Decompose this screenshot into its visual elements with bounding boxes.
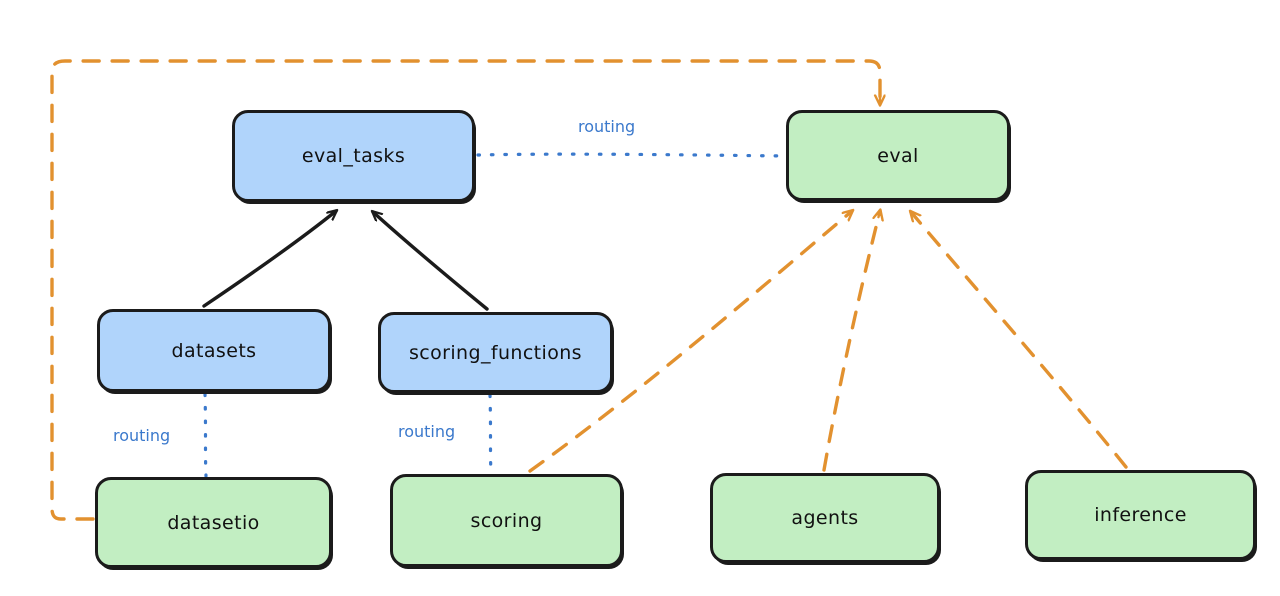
node-label-datasets: datasets: [171, 339, 257, 362]
node-eval[interactable]: eval: [786, 110, 1010, 201]
node-scoring-functions[interactable]: scoring_functions: [378, 312, 613, 393]
node-label-eval-tasks: eval_tasks: [301, 145, 406, 167]
edge-eval-tasks-to-eval: [476, 152, 786, 158]
node-datasetio[interactable]: datasetio: [95, 477, 332, 568]
node-label-eval: eval: [877, 144, 919, 167]
edge-datasets-to-eval-tasks: [202, 211, 336, 308]
edge-datasets-to-datasetio: [203, 392, 208, 478]
edge-scoring-functions-to-eval-tasks: [373, 212, 489, 311]
edge-scoring-functions-to-scoring: [488, 393, 493, 475]
node-label-agents: agents: [791, 507, 859, 529]
edge-label-routing-eval-tasks: routing: [578, 117, 636, 136]
node-datasets[interactable]: datasets: [97, 309, 331, 392]
node-inference[interactable]: inference: [1025, 470, 1256, 560]
node-label-inference: inference: [1094, 504, 1187, 526]
node-label-datasetio: datasetio: [167, 511, 260, 534]
edge-inference-to-eval: [911, 212, 1128, 469]
node-scoring[interactable]: scoring: [390, 474, 623, 567]
node-agents[interactable]: agents: [710, 473, 940, 563]
edge-label-routing-scoring-functions: routing: [398, 422, 456, 441]
node-eval-tasks[interactable]: eval_tasks: [232, 110, 475, 202]
edge-agents-to-eval: [822, 211, 880, 472]
node-label-scoring: scoring: [470, 509, 543, 532]
edge-label-routing-datasets: routing: [113, 426, 171, 445]
node-label-scoring-functions: scoring_functions: [409, 341, 582, 364]
